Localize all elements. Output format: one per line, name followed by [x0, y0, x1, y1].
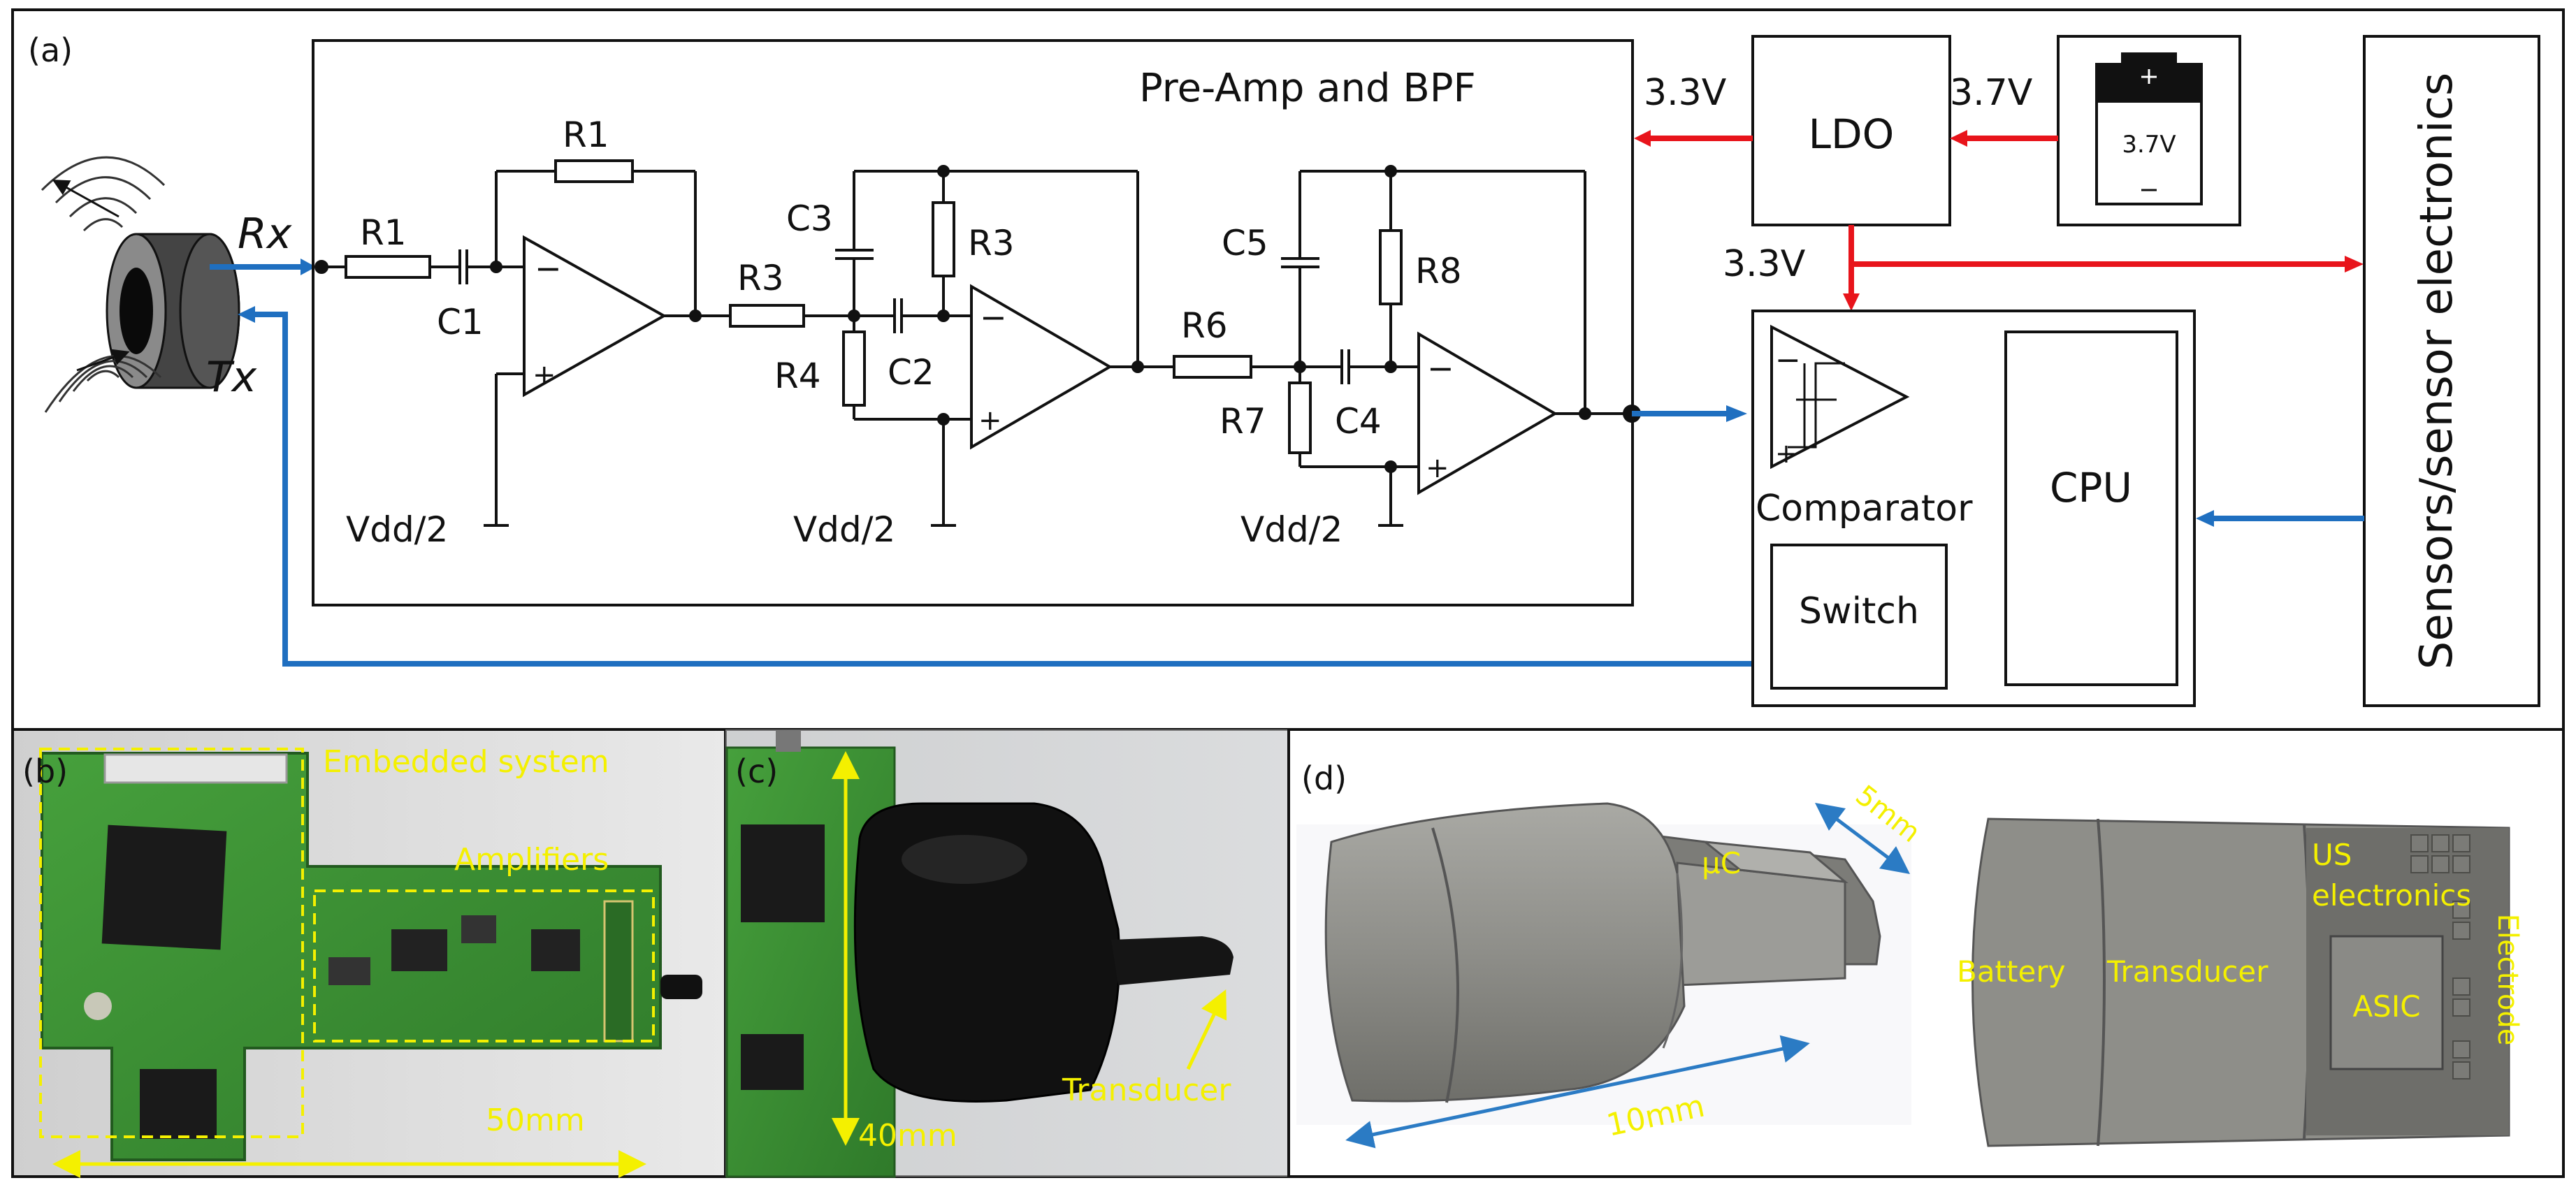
opamp3-minus: −: [1427, 349, 1454, 387]
label-vdd-1: Vdd/2: [346, 509, 448, 550]
label-vdd-2: Vdd/2: [793, 509, 895, 550]
model-3d-left-icon: [1296, 802, 1911, 1125]
opamp1-minus: −: [535, 249, 562, 287]
ldo-box: [1751, 35, 1951, 226]
ldo-label: LDO: [1809, 110, 1895, 158]
wave-tx-icon: [44, 349, 162, 413]
power-arrow-ldo: [1950, 130, 1967, 147]
electrode-label: Electrode: [2491, 914, 2524, 1046]
sensors-box: [2363, 35, 2540, 707]
us-electronics-label-1: US: [2312, 838, 2352, 872]
label-r4: R4: [774, 356, 821, 396]
comparator-minus: −: [1775, 342, 1801, 378]
label-c1: C1: [437, 302, 484, 342]
pcb-photo-icon: [41, 752, 702, 1161]
rx-arrowhead: [301, 259, 316, 275]
panel-d: (d) µC 5mm 10mm: [1287, 728, 2565, 1178]
label-r7: R7: [1220, 401, 1266, 442]
preamp-title: Pre-Amp and BPF: [1139, 66, 1476, 111]
cpu-label: CPU: [2050, 464, 2132, 511]
tx-arrowhead: [238, 306, 255, 323]
panel-d-tag: (d): [1301, 759, 1347, 797]
amplifiers-outline: [313, 889, 655, 1042]
dim-5mm-line: [1815, 803, 1910, 874]
embedded-label: Embedded system: [323, 744, 609, 780]
label-vdd-3: Vdd/2: [1240, 509, 1343, 550]
opamp2-plus: +: [978, 405, 1002, 437]
preamp-output-arrowhead: [1726, 405, 1747, 422]
label-c2: C2: [888, 352, 934, 393]
preamp-box: [312, 39, 1634, 606]
panel-c-tag: (c): [735, 753, 778, 790]
tx-label: Tx: [206, 353, 257, 402]
comparator-plus: +: [1775, 438, 1797, 469]
dim-50mm-label: 50mm: [486, 1103, 585, 1138]
battery-voltage-label: 3.7V: [2122, 131, 2176, 159]
power-arrow-preamp: [1634, 130, 1651, 147]
comparator-label: Comparator: [1756, 488, 1973, 530]
transducer-label-c: Transducer: [1062, 1073, 1231, 1108]
label-c4: C4: [1335, 401, 1382, 442]
sensors-label: Sensors/sensor electronics: [2411, 73, 2463, 669]
label-r3-series: R3: [737, 258, 784, 298]
amplifiers-label: Amplifiers: [454, 842, 609, 878]
battery-icon: [2095, 52, 2203, 205]
label-r6: R6: [1181, 305, 1228, 346]
label-3-7v: 3.7V: [1950, 72, 2033, 114]
opamp1-plus: +: [533, 359, 556, 391]
label-3-3v-down: 3.3V: [1723, 243, 1806, 285]
label-r1-input: R1: [360, 212, 407, 253]
preamp-circuit: [314, 159, 1641, 527]
us-electronics-label-2: electronics: [2312, 878, 2471, 913]
switch-box: [1770, 544, 1948, 690]
label-c3: C3: [786, 198, 833, 239]
transducer-pointer: [1186, 989, 1227, 1070]
panel-c: (c) 40mm Transducer: [724, 728, 1290, 1178]
opamp3-plus: +: [1426, 452, 1449, 484]
opamp2-minus: −: [980, 298, 1007, 336]
label-r3-feedback: R3: [968, 223, 1015, 263]
dim-10mm-line: [1345, 1035, 1810, 1149]
panel-b: (b) Embedded system Amplifiers 50mm: [11, 728, 727, 1178]
switch-label: Switch: [1799, 590, 1919, 632]
panel-a-tag: (a): [28, 31, 73, 69]
transducer-model-label: Transducer: [2106, 954, 2269, 989]
panel-b-tag: (b): [22, 753, 68, 790]
panel-a: (a) Rx Tx P: [11, 8, 2565, 731]
label-c5: C5: [1222, 223, 1268, 263]
label-r8: R8: [1415, 251, 1462, 291]
cpu-box: [2004, 330, 2178, 686]
battery-model-label: Battery: [1957, 954, 2065, 989]
asic-label: ASIC: [2352, 989, 2420, 1024]
sensor-data-arrowhead: [2196, 510, 2214, 527]
power-arrow-cpu: [1843, 293, 1860, 311]
label-r1-feedback: R1: [563, 115, 609, 155]
uc-label: µC: [1702, 846, 1741, 880]
power-arrow-sensors: [2345, 256, 2364, 272]
tx-signal-line: [246, 312, 1756, 667]
comparator-icon: [1770, 324, 1910, 470]
rx-label: Rx: [238, 210, 292, 259]
wave-rx-icon: [41, 156, 166, 232]
embedded-outline: [39, 748, 304, 1138]
dim-40mm-label: 40mm: [858, 1118, 957, 1154]
model-cutaway-right-icon: [1971, 817, 2510, 1147]
label-3-3v-left: 3.3V: [1644, 72, 1727, 114]
